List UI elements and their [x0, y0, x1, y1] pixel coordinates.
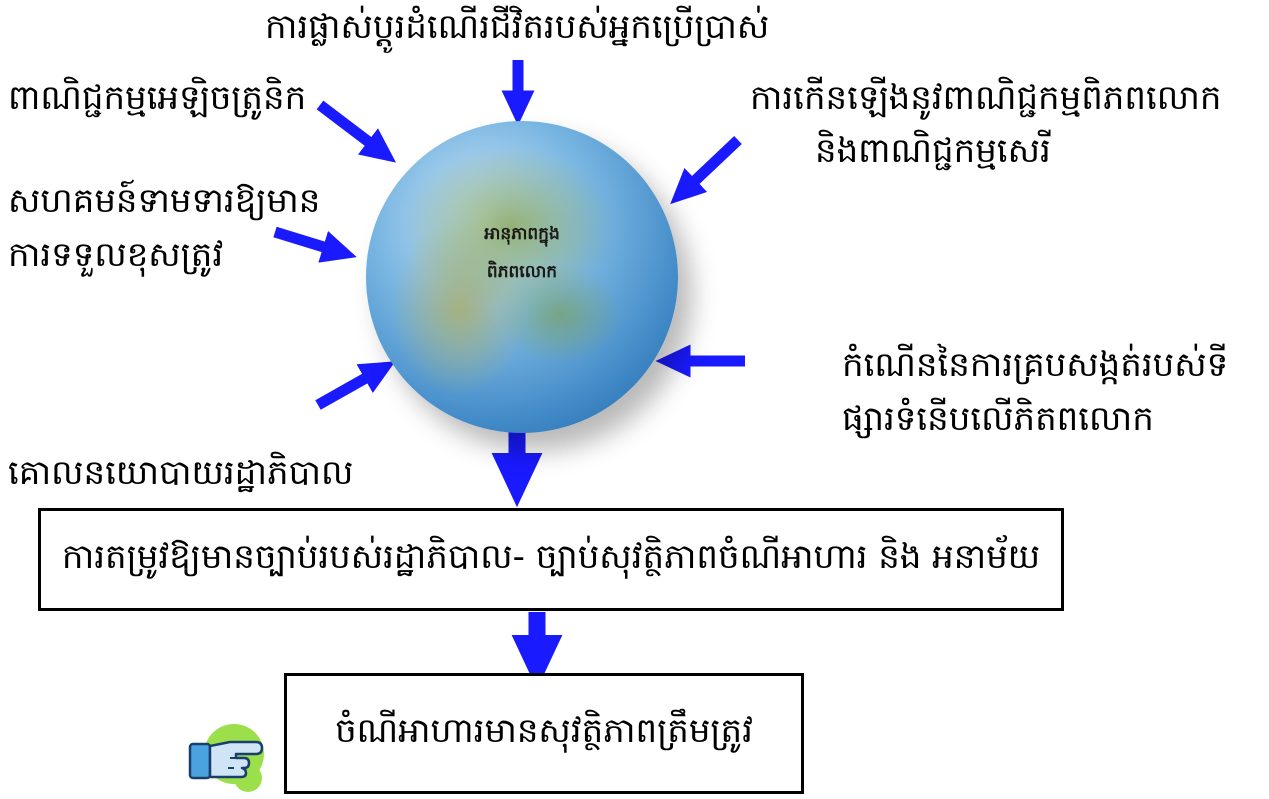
arrow-ecommerce — [316, 100, 397, 163]
label-consumer-lifestyle: ការផ្លាស់ប្តូរដំណើរជីវិតរបស់អ្នកប្រើប្រា… — [265, 7, 770, 47]
globe-image: អានុភាពក្នុង ពិភពលោក — [366, 121, 678, 433]
label-society-line2: ការទទួលខុសត្រូវ — [8, 235, 224, 275]
law-requirement-text: ការតម្រូវឱ្យមានច្បាប់របស់រដ្ឋាភិបាល- ច្ប… — [61, 536, 1041, 577]
safe-food-box: ចំណីអាហារមានសុវត្ថិភាពត្រឹមត្រូវ — [284, 673, 804, 794]
arrow-society — [273, 226, 357, 263]
label-global-trade-line1: ការកើនឡើងនូវពាណិជ្ជកម្មពិភពលោក — [750, 78, 1222, 118]
arrow-global-trade — [670, 136, 742, 205]
label-growth-line2: ផ្សារទំនើបលើភិតពលោក — [842, 399, 1154, 439]
label-ecommerce: ពាណិជ្ជកម្មអេឡិចត្រូនិក — [8, 78, 307, 118]
globe-label-line2: ពិភពលោក — [486, 262, 558, 282]
law-requirement-box: ការតម្រូវឱ្យមានច្បាប់របស់រដ្ឋាភិបាល- ច្ប… — [38, 508, 1064, 611]
label-government-policy: គោលនយោបាយរដ្ឋាភិបាល — [8, 453, 354, 493]
label-global-trade-line2: និងពាណិជ្ជកម្មសេរី — [815, 131, 1051, 171]
label-society-line1: សហគមន៍ទាមទារឱ្យមាន — [8, 181, 321, 221]
globe-label-line1: អានុភាពក្នុង — [484, 224, 560, 244]
safe-food-text: ចំណីអាហារមានសុវត្ថិភាពត្រឹមត្រូវ — [335, 710, 753, 751]
pointing-hand-icon — [188, 724, 264, 792]
arrow-policy — [315, 361, 396, 410]
label-growth-line1: កំណើននៃការគ្របសង្កត់របស់ទី — [842, 345, 1229, 385]
